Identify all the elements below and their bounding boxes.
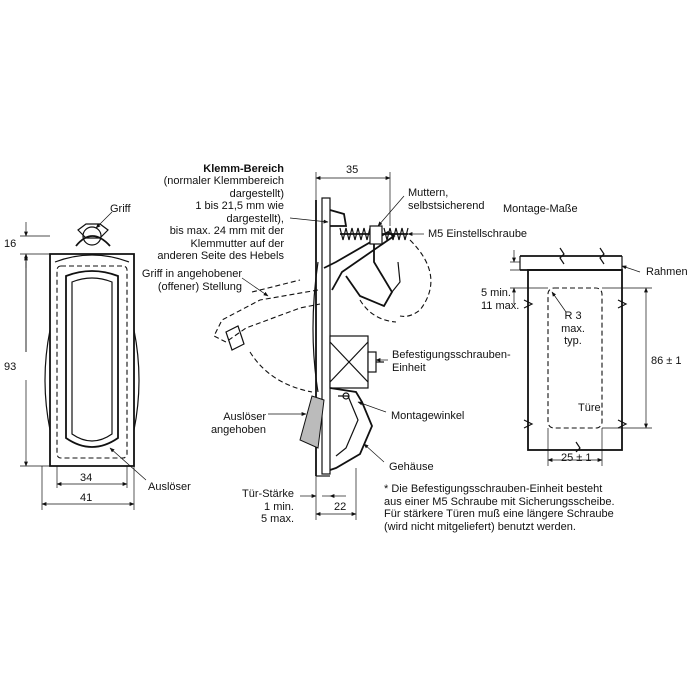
griff-raised-line: (offener) Stellung	[157, 280, 242, 293]
label-gap: 5 min. 11 max.	[481, 287, 519, 312]
ausloeser-raised-line: angehoben	[210, 423, 266, 436]
label-ausloeser-raised: Auslöser angehoben	[190, 411, 266, 436]
label-gehaeuse: Gehäuse	[389, 461, 434, 473]
klemm-line: Klemmutter auf der	[190, 237, 284, 250]
label-muttern: Muttern, selbstsicherend	[408, 187, 484, 212]
tuer-line: Tür-Stärke	[242, 488, 294, 500]
klemm-line: dargestellt),	[226, 212, 284, 225]
r3-line: R 3	[564, 310, 582, 322]
label-rahmen: Rahmen	[646, 266, 688, 278]
griff-raised-line: Griff in angehobener	[141, 268, 242, 280]
label-tuere: Türe	[578, 402, 601, 414]
klemm-line: anderen Seite des Hebels	[157, 250, 284, 262]
dim-35: 35	[346, 164, 359, 176]
muttern-line: selbstsicherend	[408, 199, 485, 212]
label-montagewinkel: Montagewinkel	[391, 410, 465, 422]
klemm-line: dargestellt)	[229, 187, 284, 200]
footnote: * Die Befestigungsschrauben-Einheit best…	[384, 483, 615, 533]
gap-line: 5 min.	[481, 287, 511, 299]
dim-41: 41	[80, 492, 93, 504]
klemm-description: (normaler Klemmbereich dargestellt) 1 bi…	[130, 175, 284, 263]
klemm-line: bis max. 24 mm mit der	[169, 225, 284, 237]
mounting-view-drawing	[510, 247, 652, 466]
klemm-line: 1 bis 21,5 mm wie	[195, 200, 284, 212]
label-befestigung: Befestigungsschrauben- Einheit	[392, 349, 511, 374]
label-tuer-staerke: Tür-Stärke 1 min. 5 max.	[220, 488, 294, 526]
footnote-line: (wird nicht mitgeliefert) benutzt werden…	[384, 520, 576, 533]
klemm-title: Klemm-Bereich	[203, 163, 284, 175]
befestigung-line: Einheit	[392, 361, 426, 374]
dim-93: 93	[4, 361, 17, 373]
dim-25: 25 ± 1	[561, 452, 592, 464]
tuer-line: 5 max.	[260, 513, 294, 525]
tuer-line: 1 min.	[264, 500, 294, 513]
dim-16: 16	[4, 238, 17, 250]
r3-line: max.	[561, 322, 585, 335]
side-view-drawing	[213, 172, 432, 520]
label-montage-masse: Montage-Maße	[503, 203, 578, 215]
footnote-line: Für stärkere Türen muß eine längere Schr…	[384, 508, 614, 520]
r3-line: typ.	[564, 335, 582, 347]
front-view-drawing	[20, 211, 147, 510]
footnote-line: * Die Befestigungsschrauben-Einheit best…	[384, 483, 603, 495]
dim-34: 34	[80, 472, 93, 484]
ausloeser-raised-line: Auslöser	[223, 411, 266, 423]
label-ausloeser: Auslöser	[148, 481, 191, 493]
footnote-line: aus einer M5 Schraube mit Sicherungssche…	[384, 495, 615, 508]
dim-86: 86 ± 1	[651, 355, 682, 367]
dim-22: 22	[334, 501, 347, 513]
label-griff: Griff	[110, 203, 131, 215]
label-r3: R 3 max. typ.	[553, 310, 593, 348]
label-griff-raised: Griff in angehobener (offener) Stellung	[110, 268, 242, 293]
label-m5: M5 Einstellschraube	[428, 228, 528, 240]
muttern-line: Muttern,	[408, 187, 449, 199]
klemm-line: (normaler Klemmbereich	[163, 175, 284, 187]
befestigung-line: Befestigungsschrauben-	[392, 349, 511, 361]
gap-line: 11 max.	[481, 299, 520, 312]
